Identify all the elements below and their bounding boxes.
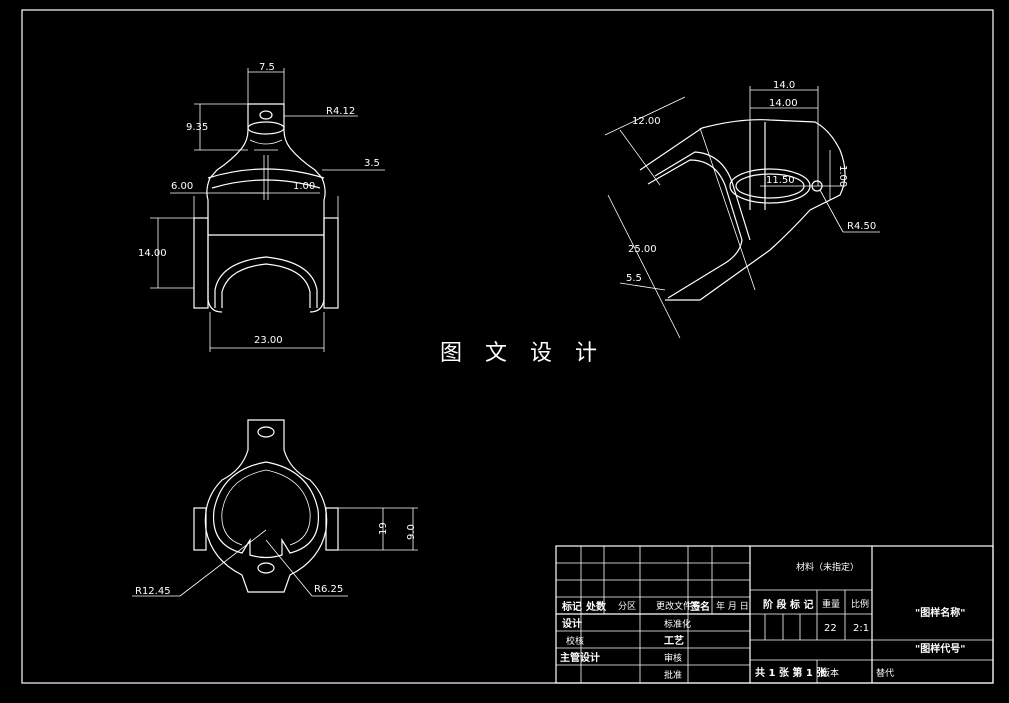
dim-3-5: 3.5	[364, 158, 380, 169]
row-check: 校核	[566, 635, 584, 647]
dim-9-0: 9.0	[406, 524, 417, 540]
header-change-doc: 更改文件号	[656, 600, 701, 612]
dim-r6-25: R6.25	[314, 584, 343, 595]
weight-value: 22	[824, 623, 837, 634]
top-view: 19 9.0 R12.45 R6.25	[132, 419, 418, 597]
header-count: 处数	[585, 600, 607, 613]
header-mark: 标记	[561, 600, 582, 613]
header-signature: 签名	[689, 600, 710, 613]
scale-value: 2:1	[853, 623, 869, 634]
dim-6-00: 6.00	[171, 181, 193, 192]
version-label: 版本	[821, 667, 839, 679]
dim-14-0: 14.0	[773, 80, 795, 91]
row-chief-design: 主管设计	[560, 651, 600, 664]
dim-r4-12: R4.12	[326, 106, 355, 117]
front-view: 7.5 R4.12 9.35 3.5 6.00 1.00 14.00 23.00	[138, 62, 385, 352]
approval-approve: 批准	[664, 669, 682, 681]
dim-19: 19	[378, 522, 389, 535]
dim-23-00: 23.00	[254, 335, 283, 346]
drawing-name: "图样名称"	[915, 606, 965, 619]
sheet-count: 共 1 张 第 1 张	[755, 666, 827, 679]
approval-review: 审核	[664, 652, 682, 664]
dim-5-5: 5.5	[626, 273, 642, 284]
dim-1-00b: 1.00	[837, 165, 848, 187]
dim-1-00: 1.00	[293, 181, 315, 192]
approval-process: 工艺	[664, 634, 684, 647]
drawing-code: "图样代号"	[915, 642, 965, 655]
stage-mark-label: 阶 段 标 记	[763, 598, 813, 611]
dim-11-50: 11.50	[766, 175, 795, 186]
weight-label: 重量	[822, 598, 840, 610]
dim-14-00: 14.00	[138, 248, 167, 259]
dim-r12-45: R12.45	[135, 586, 171, 597]
dim-r4-50: R4.50	[847, 221, 876, 232]
dim-14-00b: 14.00	[769, 98, 798, 109]
dim-9-35: 9.35	[186, 122, 208, 133]
dim-25-00: 25.00	[628, 244, 657, 255]
row-design: 设计	[562, 617, 582, 630]
header-zone: 分区	[618, 601, 636, 612]
scale-label: 比例	[851, 598, 869, 610]
title-block: 材料（未指定） "图样名称" "图样代号" 标记 处数 分区 更改文件号 签名 …	[555, 545, 994, 684]
dim-12-00: 12.00	[632, 116, 661, 127]
dim-7-5: 7.5	[259, 62, 275, 73]
sheet-border	[21, 9, 994, 684]
watermark-text: 图 文 设 计	[440, 341, 605, 366]
replace-label: 替代	[876, 667, 894, 679]
approval-standard: 标准化	[664, 618, 691, 630]
side-view: 14.0 14.00 12.00 1.00 11.50 R4.50 25.00 …	[604, 80, 880, 339]
header-date: 年 月 日	[716, 600, 749, 612]
material-label: 材料（未指定）	[796, 561, 859, 573]
